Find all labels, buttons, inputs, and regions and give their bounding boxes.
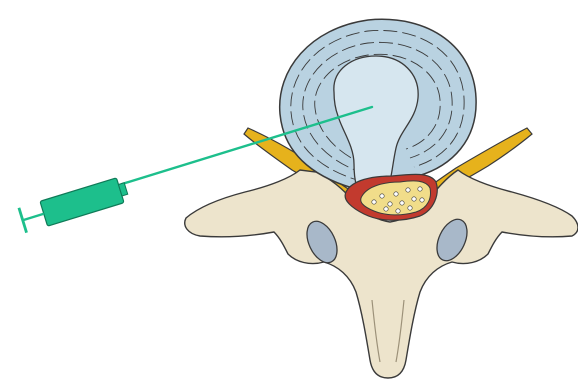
syringe-plunger bbox=[23, 214, 44, 220]
syringe-barrel bbox=[40, 178, 124, 226]
